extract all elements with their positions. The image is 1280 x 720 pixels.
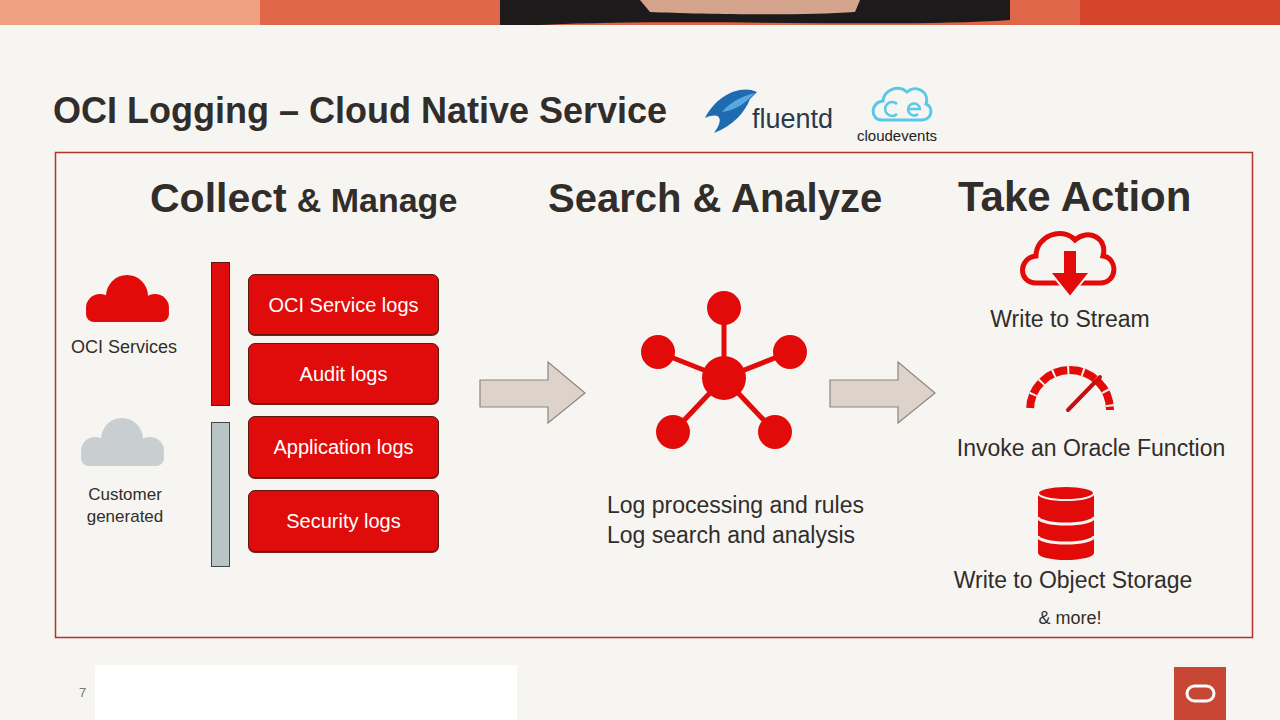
action-note: & more! [1000,608,1140,630]
banner-strip [0,0,1280,25]
cloudevents-icon [873,88,931,120]
log-box: Audit logs [248,343,439,404]
column-heading: Take Action [958,172,1238,222]
art-shape [702,356,746,400]
red-cloud [86,275,169,322]
oracle-logo [1174,667,1226,720]
source-label: OCI Services [54,337,194,359]
fluentd-bird [705,90,757,133]
heading-group: Collect & Manage [150,174,457,223]
art-shape [656,415,690,449]
art-shape [773,335,807,369]
grey-cloud [81,418,164,466]
column-heading: & Manage [297,181,458,219]
cloudevents-icon [885,102,920,116]
gauge-icon [1030,370,1110,410]
stream-icon [1050,250,1090,297]
action-label: Write to Stream [950,306,1190,334]
banner-photo [640,0,860,14]
footer-box [95,665,517,720]
fluentd-bird [722,93,755,112]
banner-patch [0,0,260,25]
logo-text: cloudevents [857,127,967,145]
art-shape [641,335,675,369]
art-shape [758,415,792,449]
block-arrow [830,362,935,423]
red-bracket [212,263,230,406]
log-box: Application logs [248,416,439,478]
banner-photo [500,0,1010,25]
column-heading: Collect [150,175,287,221]
database-icon [1038,517,1094,543]
gauge-needle [1068,377,1100,410]
logo-text: fluentd [752,103,872,135]
art-shape [81,448,164,466]
box-label: Audit logs [300,362,388,386]
hub-icon [641,291,807,449]
art-shape [707,291,741,325]
box-label: OCI Service logs [268,293,418,317]
gauge-icon [1030,370,1110,410]
block-arrow [480,362,585,423]
database-icon [1038,493,1094,560]
slide-title: OCI Logging – Cloud Native Service [53,89,667,132]
box-label: Security logs [286,509,401,533]
box-label: Application logs [273,435,413,459]
source-label: Customer generated [75,484,175,528]
column-heading: Search & Analyze [548,174,928,222]
banner-patch [1080,0,1280,25]
process-note: Log search and analysis [607,522,927,550]
process-note: Log processing and rules [607,492,927,520]
grey-bracket [212,423,230,567]
database-icon [1038,486,1094,500]
hub-icon [658,308,790,432]
page-number: 7 [79,685,109,701]
log-box: Security logs [248,490,439,552]
art-shape [86,305,169,322]
frame [56,153,1253,638]
action-label: Invoke an Oracle Function [926,435,1256,463]
log-box: OCI Service logs [248,274,439,335]
oracle-logo [1187,686,1214,701]
action-label: Write to Object Storage [933,567,1213,595]
